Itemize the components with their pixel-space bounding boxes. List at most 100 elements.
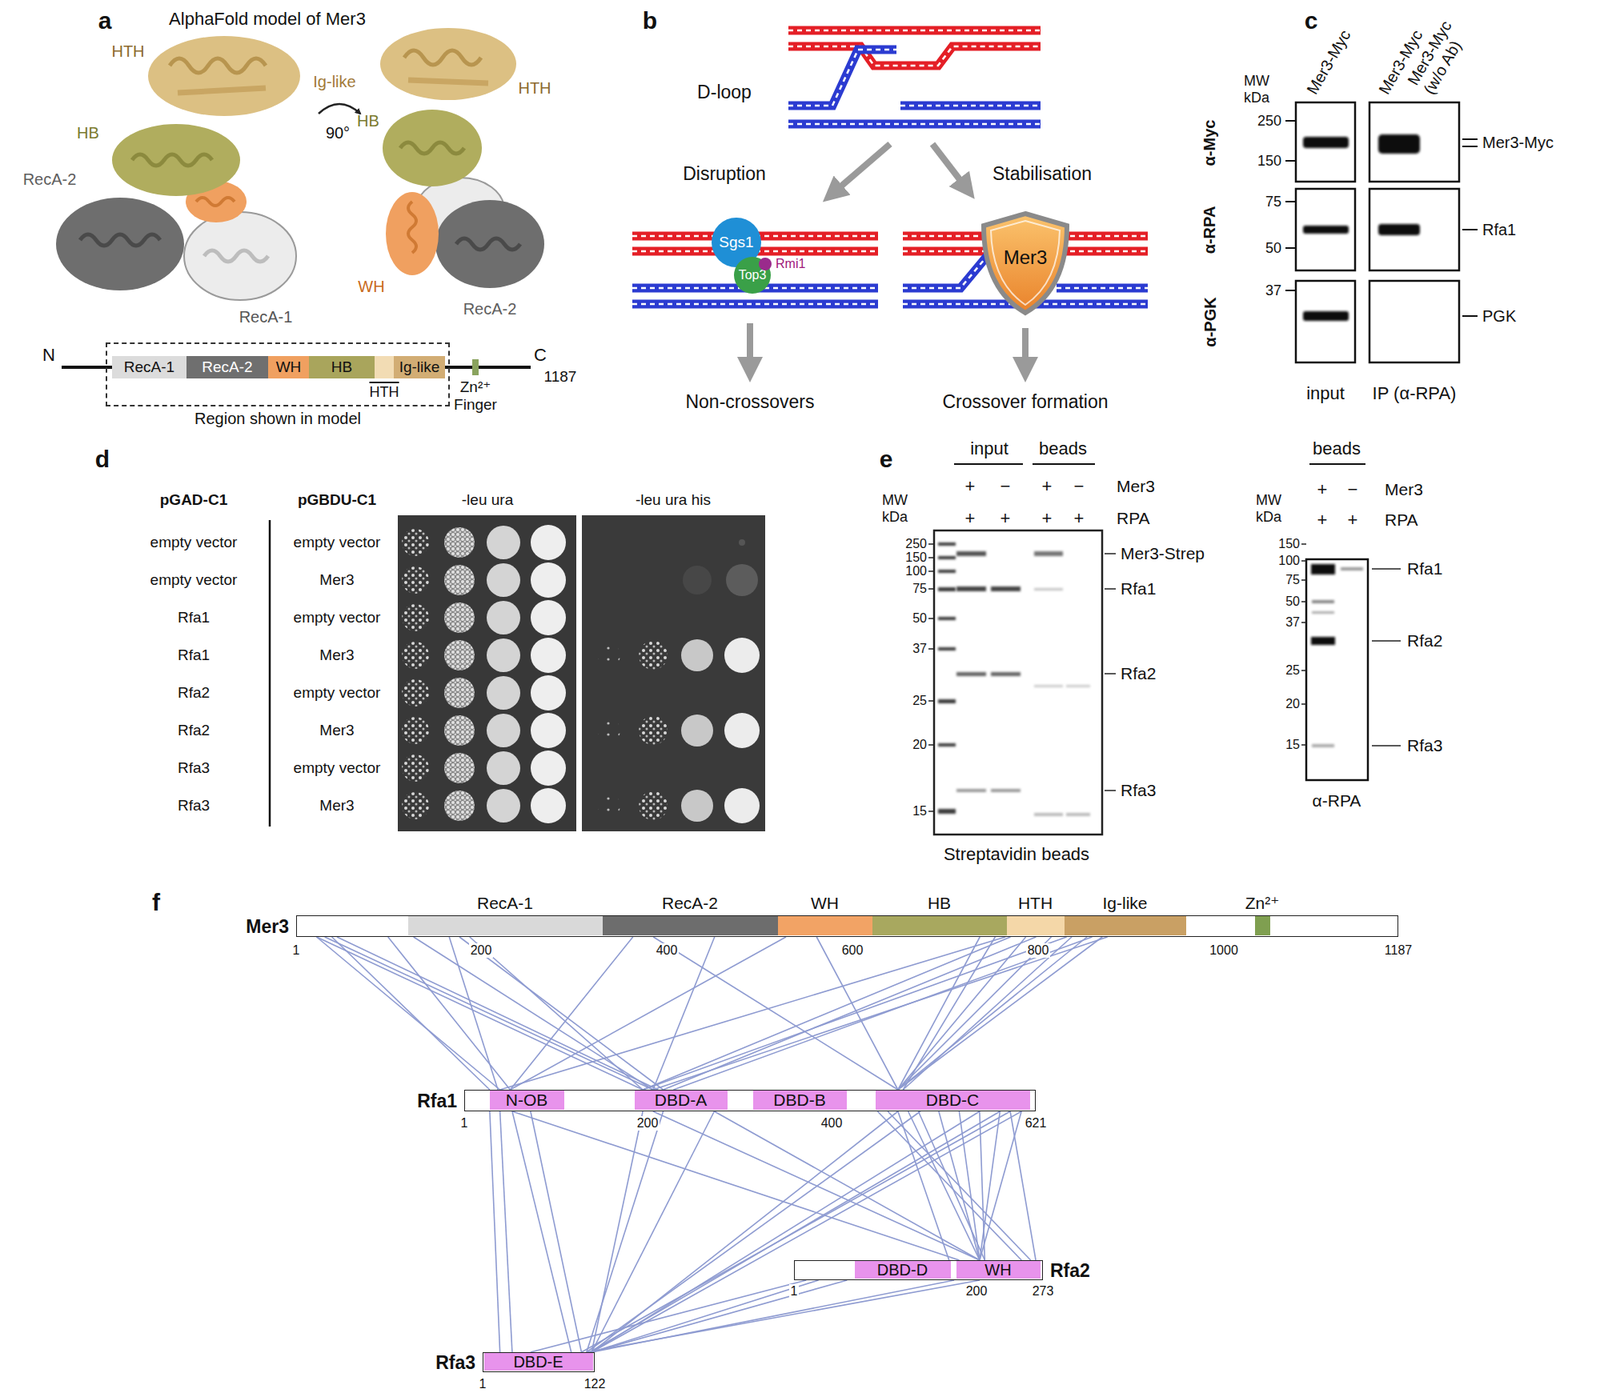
western-blot xyxy=(1303,225,1349,234)
western-blot xyxy=(1285,102,1478,363)
crosslink-line xyxy=(509,937,786,1091)
domain-label: RecA-2 xyxy=(463,300,518,319)
node-label: RecA-1 xyxy=(124,358,175,377)
plasmid-label: Rfa3 xyxy=(177,759,210,778)
protein-structure-right xyxy=(408,201,417,253)
domain-box: DBD-B xyxy=(753,1090,847,1111)
lane-sign: + xyxy=(1042,476,1053,497)
crosslink-line xyxy=(512,1111,572,1353)
node-label: RecA-1 xyxy=(477,894,534,914)
gel xyxy=(938,542,956,815)
outcome-label: Crossover formation xyxy=(942,391,1108,413)
lane-sign: + xyxy=(965,508,976,529)
yeast-plates xyxy=(401,750,566,786)
marker-size: 75 xyxy=(1265,193,1282,211)
protein-bar: Rfa2DBD-DWH xyxy=(793,1260,1043,1281)
domain-segment: RecA-2 xyxy=(602,916,778,936)
gel xyxy=(938,587,956,592)
gel xyxy=(928,464,1401,835)
marker-size: 150 xyxy=(905,550,927,566)
domain-label: RecA-2 xyxy=(23,170,77,189)
residue-number: 200 xyxy=(635,1116,661,1131)
node-label: Ig-like xyxy=(399,358,441,377)
protein-structure-left xyxy=(132,154,213,166)
node-label: Mer3 xyxy=(245,915,289,937)
crosslink-line xyxy=(898,937,1027,1091)
dna-strands xyxy=(900,104,1041,108)
crosslink-line xyxy=(887,1111,1031,1261)
marker-size: 150 xyxy=(1257,152,1282,170)
node-label: Rmi1 xyxy=(775,256,806,272)
crosslink-line xyxy=(642,937,1067,1091)
domain-segment: Zn²⁺ xyxy=(1255,916,1271,936)
yeast-plates xyxy=(597,788,760,824)
gel xyxy=(1301,669,1307,672)
node-label: Ig-like xyxy=(1102,894,1147,914)
protein-bar: Rfa1N-OBDBD-ADBD-BDBD-C xyxy=(464,1090,1036,1112)
western-blot xyxy=(1462,139,1478,317)
plasmid-label: Mer3 xyxy=(319,797,354,815)
plasmid-label: Rfa1 xyxy=(177,646,210,665)
lane-sign: + xyxy=(1317,509,1328,530)
protein-bar: Mer3RecA-1RecA-2WHHBHTHIg-likeZn²⁺ xyxy=(296,915,1399,938)
outcome-label: Non-crossovers xyxy=(685,391,815,413)
band-label: PGK xyxy=(1482,307,1516,326)
structure-label: D-loop xyxy=(697,81,752,103)
marker-size: 75 xyxy=(912,581,927,597)
dna-strands xyxy=(632,303,879,306)
crosslink-line xyxy=(459,937,664,1091)
gel xyxy=(1104,673,1116,675)
dna-strands xyxy=(788,120,1041,129)
crosslink-line xyxy=(653,937,1108,1091)
yeast-plates xyxy=(268,520,272,827)
protein-structure-right xyxy=(385,192,439,276)
marker-size: 37 xyxy=(1265,282,1282,300)
western-blot xyxy=(1285,289,1296,292)
residue-number: 621 xyxy=(1023,1116,1049,1131)
node-label: DBD-D xyxy=(877,1261,928,1280)
western-blot xyxy=(1369,188,1460,271)
row-label: RPA xyxy=(1116,509,1151,529)
gel xyxy=(1371,640,1401,642)
column-header: pGAD-C1 xyxy=(160,491,228,510)
blot-label: input xyxy=(1306,383,1345,404)
western-blot xyxy=(1285,160,1296,162)
crosslink-line xyxy=(898,937,980,1091)
gel xyxy=(1301,544,1307,746)
gel xyxy=(1104,553,1116,555)
row-label: Mer3 xyxy=(1384,480,1424,500)
domain-box: DBD-C xyxy=(875,1090,1031,1111)
node-label: WH xyxy=(276,358,302,377)
pathway-arrows xyxy=(1022,328,1029,370)
gel xyxy=(938,542,956,546)
gel xyxy=(956,551,987,557)
gel xyxy=(1066,685,1091,688)
gel xyxy=(1104,588,1116,590)
crosslink-line xyxy=(591,1111,1022,1353)
terminus-label: N xyxy=(42,344,56,365)
rotation-arrow xyxy=(318,104,361,114)
gel xyxy=(1340,567,1364,571)
node-label: RecA-2 xyxy=(661,894,718,914)
dna-strands xyxy=(788,26,1041,36)
crosslink-line xyxy=(591,1280,847,1353)
antibody-label: α-PGK xyxy=(1200,296,1220,347)
band-label: Rfa3 xyxy=(1407,736,1443,756)
gel xyxy=(990,789,1021,793)
crosslink-line xyxy=(642,937,1011,1091)
marker-size: 250 xyxy=(905,537,927,552)
domain-box: DBD-D xyxy=(854,1261,951,1280)
gel xyxy=(956,789,987,793)
western-blot xyxy=(1303,136,1349,149)
gel xyxy=(1034,551,1063,557)
gel xyxy=(938,699,956,704)
residue-number: 1187 xyxy=(544,368,578,386)
protein-structure-right xyxy=(408,80,489,84)
gel xyxy=(1301,621,1307,624)
gel xyxy=(1306,559,1368,781)
marker-size: 25 xyxy=(912,693,927,709)
gel xyxy=(1104,553,1116,791)
gel xyxy=(1311,600,1335,604)
